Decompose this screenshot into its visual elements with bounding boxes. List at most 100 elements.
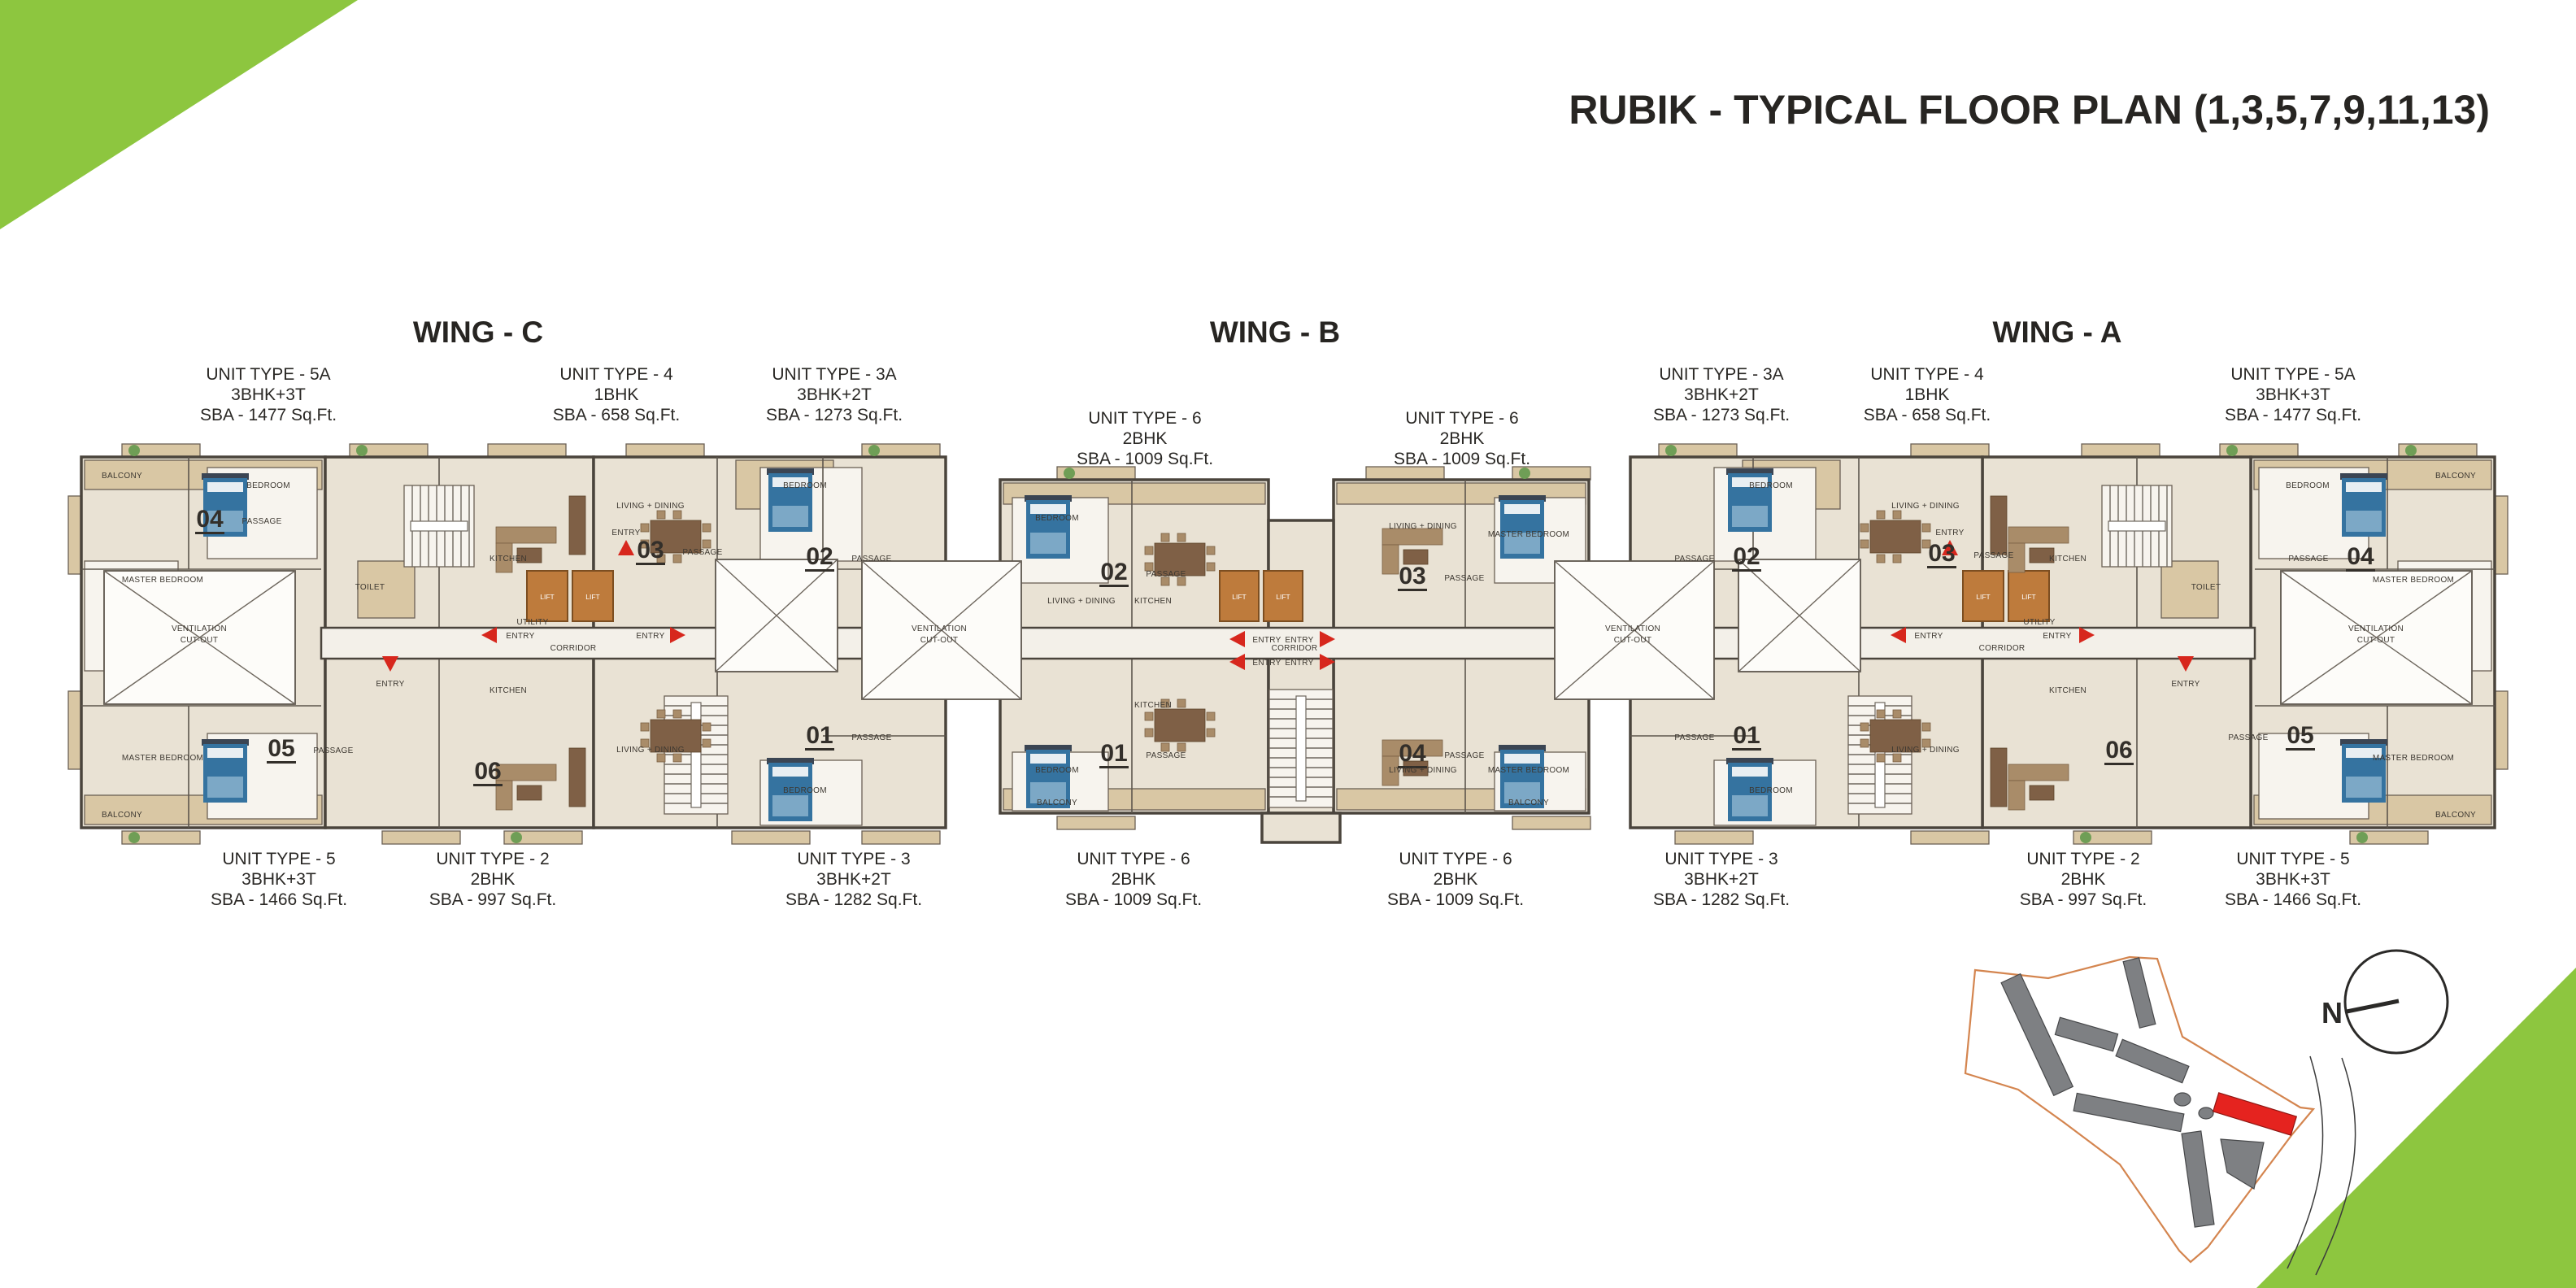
entry-arrows: ENTRY ENTRY ENTRY ENTRY ENTRY ENTRY ENTR… — [376, 529, 2200, 689]
passage-label: PASSAGE — [682, 548, 722, 557]
unit-number: 04 — [196, 506, 224, 533]
unit-number: 04 — [2347, 543, 2374, 570]
passage-label: PASSAGE — [851, 733, 891, 742]
entry-label: ENTRY — [611, 529, 640, 537]
unit-number: 01 — [1733, 722, 1760, 749]
room-label: UTILITY — [516, 618, 548, 627]
road-line — [2315, 1057, 2356, 1276]
unit-number: 02 — [806, 543, 833, 570]
corridor-label: CORRIDOR — [550, 644, 597, 653]
ventilation-label: CUT-OUT — [181, 636, 219, 645]
passage-label: PASSAGE — [1674, 733, 1714, 742]
passage-label: PASSAGE — [242, 517, 281, 526]
ventilation-label: VENTILATION — [1605, 624, 1660, 633]
ventilation-cutouts — [103, 559, 2473, 705]
room-label: BEDROOM — [1749, 481, 1793, 490]
entry-label: ENTRY — [506, 632, 534, 641]
unit-number: 05 — [2287, 722, 2313, 749]
highlighted-building — [2212, 1092, 2298, 1136]
passage-label: PASSAGE — [2288, 555, 2328, 564]
room-label: MASTER BEDROOM — [2373, 754, 2454, 763]
wing-label-b: WING - B — [1209, 315, 1341, 349]
lifts: LIFT LIFT LIFT LIFT LIFT LIFT — [526, 570, 2050, 622]
corridor-label: CORRIDOR — [1979, 644, 2026, 653]
passage-label: PASSAGE — [2228, 733, 2268, 742]
ventilation-label: VENTILATION — [912, 624, 967, 633]
room-label: KITCHEN — [2049, 686, 2086, 695]
room-label: LIVING + DINING — [1047, 597, 1116, 606]
entry-label: ENTRY — [376, 680, 404, 689]
passage-label: PASSAGE — [1973, 551, 2013, 560]
room-label: KITCHEN — [2049, 555, 2086, 564]
entry-label: ENTRY — [1252, 636, 1281, 645]
room-label: BEDROOM — [246, 481, 290, 490]
entry-label: ENTRY — [2043, 632, 2071, 641]
lift-label: LIFT — [1976, 593, 1990, 601]
room-label: BEDROOM — [783, 481, 827, 490]
ventilation-label: CUT-OUT — [1614, 636, 1652, 645]
room-label: LIVING + DINING — [1891, 502, 1960, 511]
room-label: LIVING + DINING — [1389, 766, 1457, 775]
unit-number: 01 — [1100, 740, 1127, 767]
wing-label-a: WING - A — [1992, 315, 2122, 349]
lift-label: LIFT — [2021, 593, 2035, 601]
lift-label: LIFT — [1232, 593, 1246, 601]
unit-number: 01 — [806, 722, 833, 749]
passage-label: PASSAGE — [313, 746, 353, 755]
room-label: BEDROOM — [1749, 786, 1793, 795]
site-buildings — [2000, 957, 2298, 1228]
floor-plan: LIFT LIFT LIFT LIFT LIFT LIFT — [67, 443, 2509, 845]
room-label: LIVING + DINING — [616, 502, 685, 511]
room-label: KITCHEN — [490, 555, 527, 564]
unit-number: 03 — [1928, 540, 1955, 567]
room-label: MASTER BEDROOM — [1488, 530, 1569, 539]
corridor — [320, 626, 2256, 660]
ventilation-label: CUT-OUT — [920, 636, 959, 645]
room-label: BALCONY — [2435, 811, 2476, 820]
unit-number: 06 — [474, 758, 501, 785]
unit-number: 06 — [2105, 737, 2132, 764]
unit-number: 04 — [1399, 740, 1426, 767]
unit-number: 03 — [1399, 563, 1425, 590]
road-line — [2287, 1055, 2324, 1269]
passage-label: PASSAGE — [1146, 751, 1186, 760]
unit-number: 02 — [1100, 559, 1127, 585]
room-label: TOILET — [2191, 583, 2221, 592]
page-title: RUBIK - TYPICAL FLOOR PLAN (1,3,5,7,9,11… — [1569, 87, 2490, 133]
entry-label: ENTRY — [2171, 680, 2200, 689]
room-label: LIVING + DINING — [616, 746, 685, 755]
room-label: BALCONY — [102, 472, 142, 481]
furniture — [128, 445, 2417, 843]
green-accent-bottom-right — [2256, 968, 2576, 1288]
lift-label: LIFT — [1276, 593, 1290, 601]
north-compass: N — [2321, 949, 2449, 1055]
room-label: MASTER BEDROOM — [122, 754, 203, 763]
ventilation-label: VENTILATION — [2348, 624, 2404, 633]
unit-numbers: 04 PASSAGE 05 PASSAGE 06 03 PASSAGE 02 P… — [195, 506, 2375, 786]
ventilation-label: VENTILATION — [172, 624, 227, 633]
unit-number: 02 — [1733, 543, 1760, 570]
room-label: MASTER BEDROOM — [2373, 576, 2454, 585]
room-label: MASTER BEDROOM — [122, 576, 203, 585]
unit-number: 03 — [637, 537, 664, 564]
site-boundary — [1964, 955, 2316, 1264]
room-label: BALCONY — [102, 811, 142, 820]
passage-label: PASSAGE — [851, 555, 891, 564]
room-label: KITCHEN — [490, 686, 527, 695]
room-label: BEDROOM — [1035, 514, 1079, 523]
passage-label: PASSAGE — [1146, 570, 1186, 579]
entry-label: ENTRY — [1285, 659, 1313, 668]
entry-label: ENTRY — [1285, 636, 1313, 645]
